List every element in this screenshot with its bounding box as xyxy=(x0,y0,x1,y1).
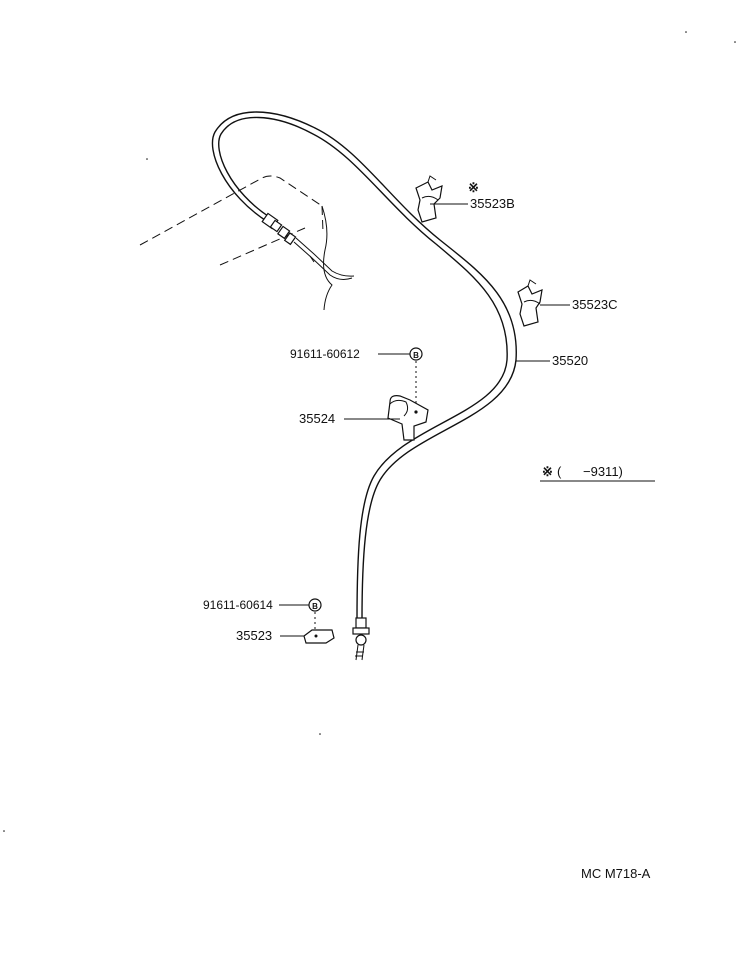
label-35523c: 35523C xyxy=(572,297,618,312)
clamp-35523b xyxy=(415,175,443,223)
bracket-35523 xyxy=(303,629,335,644)
bolt-letter: B xyxy=(413,351,419,360)
note-symbol: ※ xyxy=(468,180,479,195)
bolt-marker-60614: B xyxy=(308,598,322,612)
label-35523: 35523 xyxy=(236,628,272,643)
note-range: ※ ( −9311) xyxy=(540,464,655,482)
note-range-symbol: ※ xyxy=(542,464,553,479)
diagram-code: MC M718-A xyxy=(581,866,651,881)
cable-35520 xyxy=(211,111,517,621)
note-range-text: ( −9311) xyxy=(557,464,623,479)
label-35524: 35524 xyxy=(299,411,335,426)
label-91611-60612: 91611-60612 xyxy=(290,347,360,361)
clamp-35523c xyxy=(517,279,543,327)
label-35523b: 35523B xyxy=(470,196,515,211)
label-35520: 35520 xyxy=(552,353,588,368)
cable-lower-end xyxy=(352,617,370,661)
label-91611-60614: 91611-60614 xyxy=(203,598,273,612)
bolt-letter: B xyxy=(312,602,318,611)
bolt-marker-60612: B xyxy=(409,347,423,361)
cable-upper-end xyxy=(261,205,355,311)
note-marker-35523b: ※ xyxy=(468,180,479,195)
bracket-35524 xyxy=(387,395,429,441)
specks xyxy=(3,31,736,832)
